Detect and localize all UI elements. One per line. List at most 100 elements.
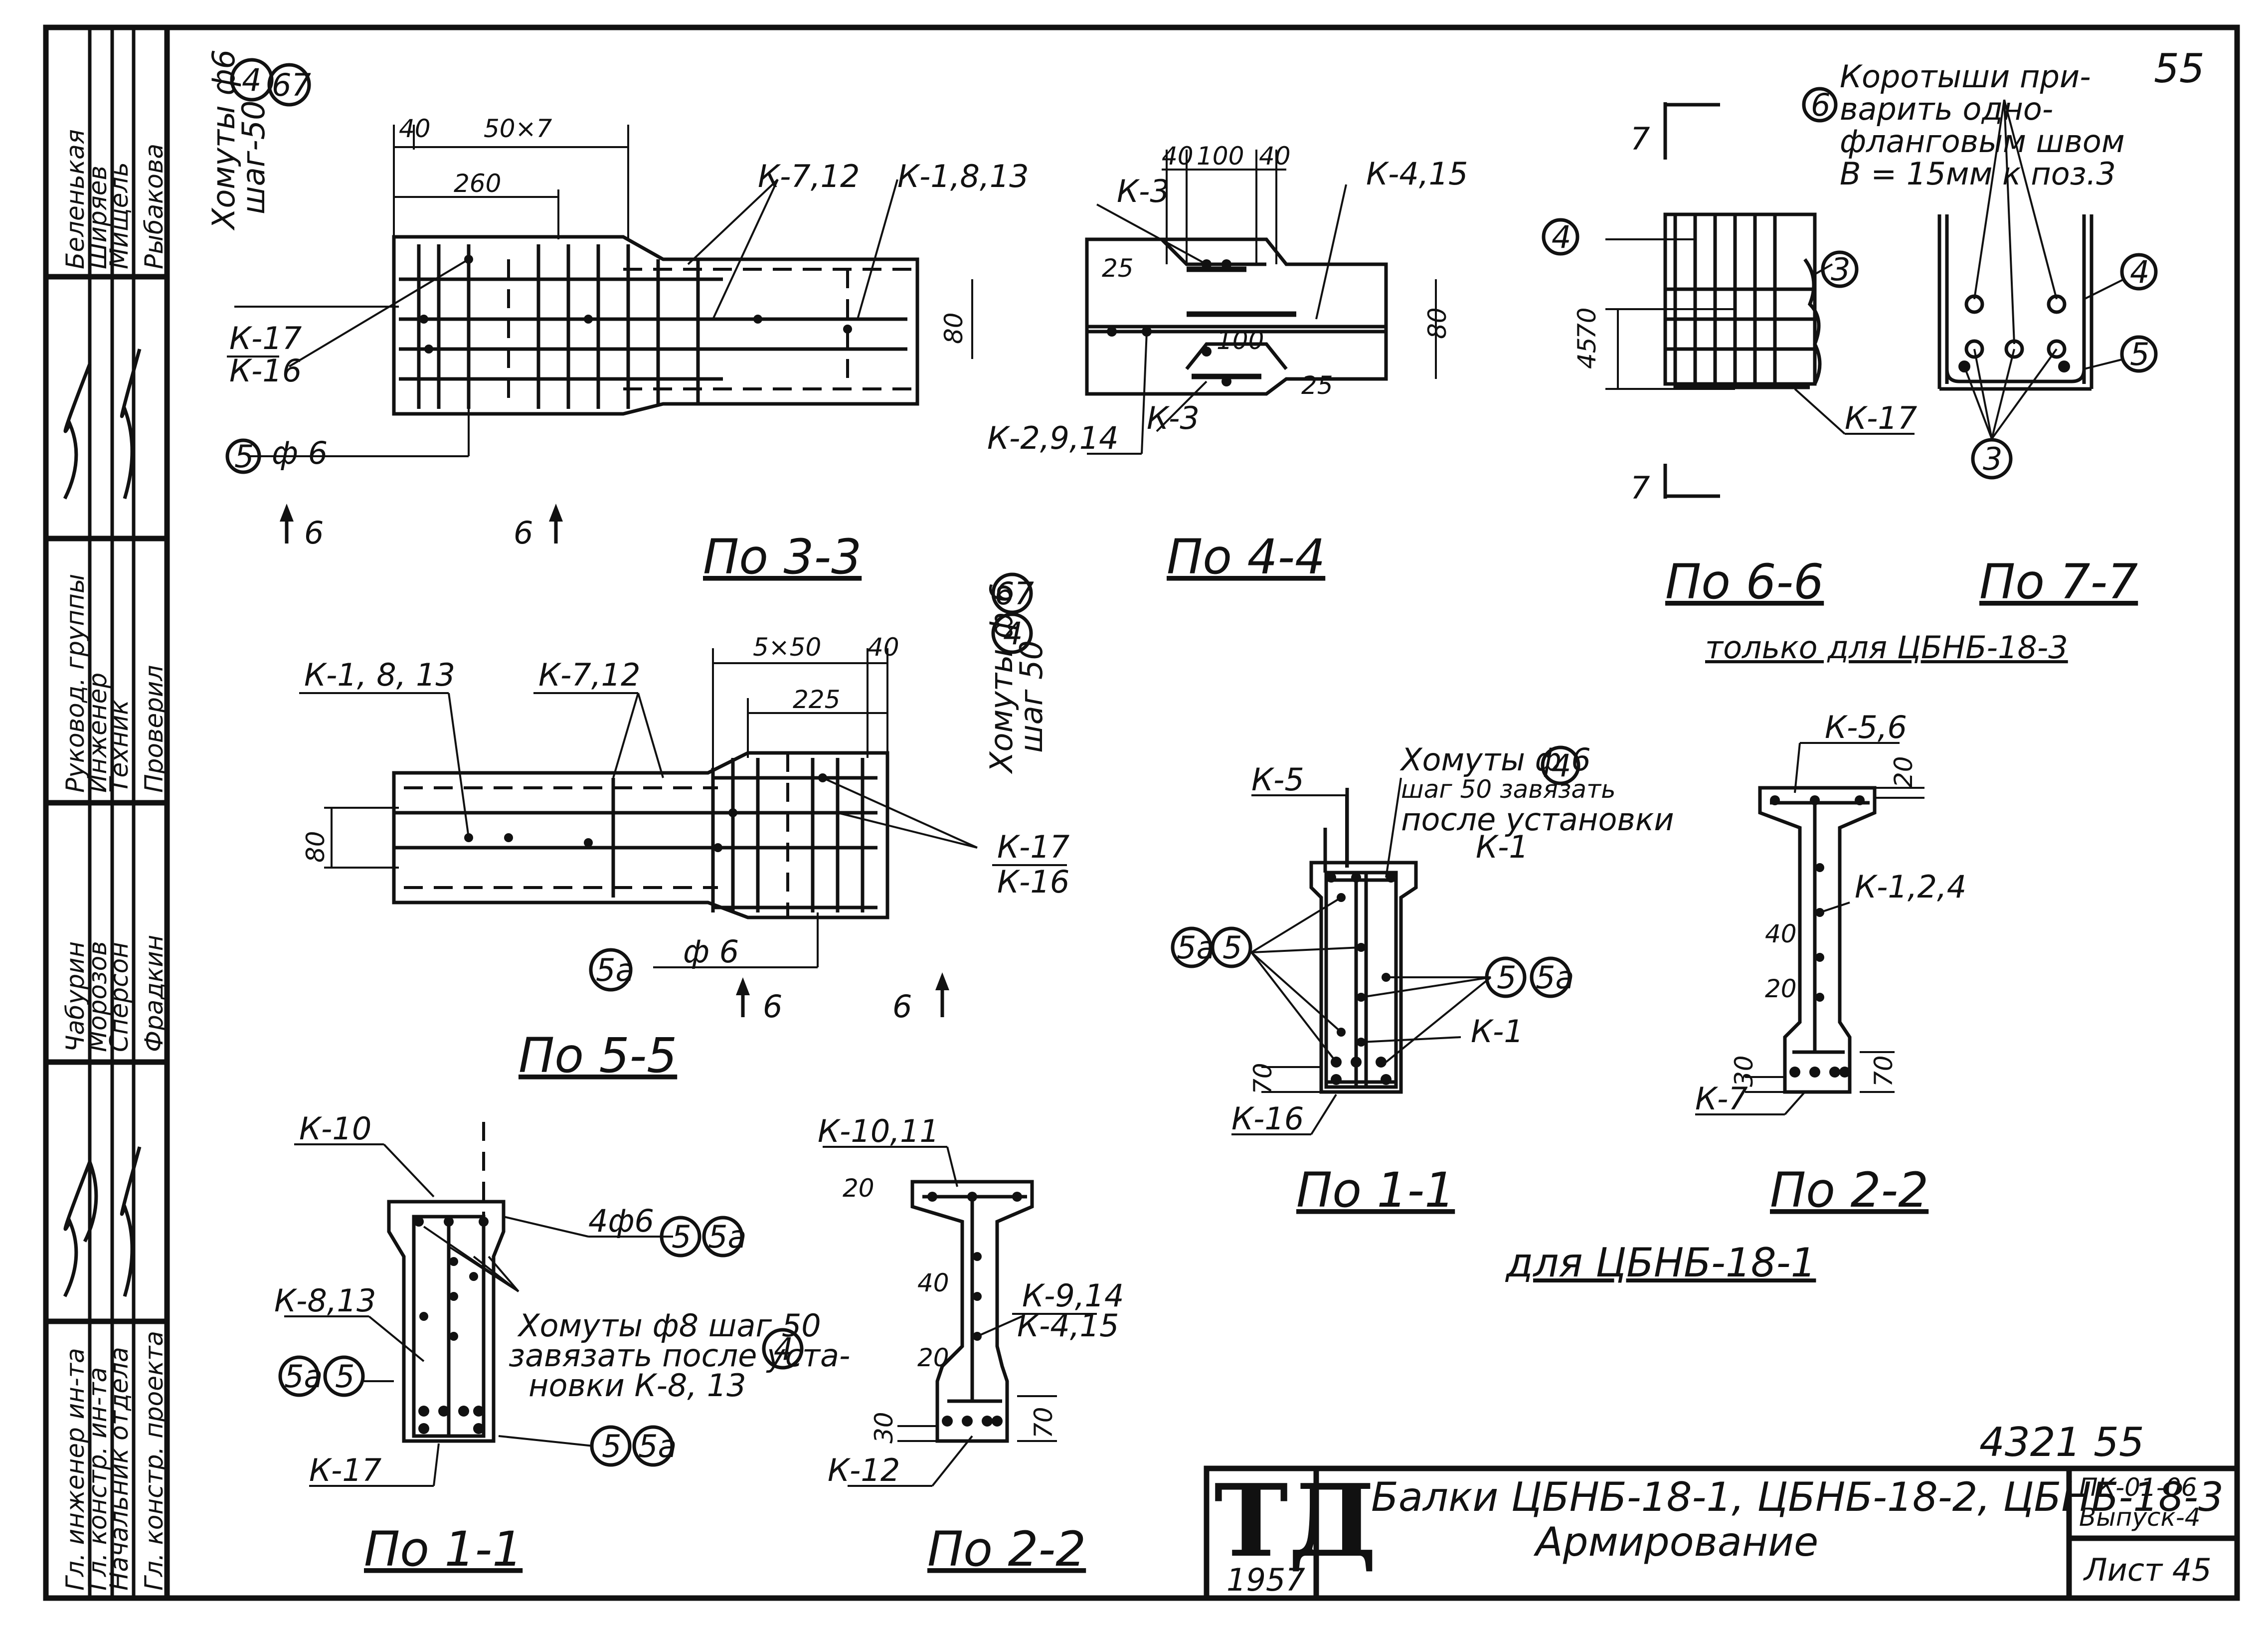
dim-40: 40 bbox=[1259, 142, 1291, 171]
dim-70: 70 bbox=[1572, 307, 1601, 339]
label-k5: К-5 bbox=[1251, 761, 1304, 798]
dim-20: 20 bbox=[1889, 756, 1918, 788]
sidebar-name-4: Фрадкин bbox=[140, 935, 169, 1052]
series-code: ПК-01-06 bbox=[2079, 1473, 2197, 1502]
section-7-7 bbox=[1937, 99, 2124, 440]
callout-5a: 5а bbox=[638, 1428, 677, 1464]
section-title-7-7: По 7-7 bbox=[1979, 554, 2138, 610]
sheet-number: Лист 45 bbox=[2083, 1552, 2212, 1588]
label-k1-8-13: К-1,8,13 bbox=[897, 158, 1029, 194]
stamp-year: 1957 bbox=[1226, 1562, 1305, 1598]
label-phi6: ф 6 bbox=[683, 933, 739, 970]
callout-5: 5 bbox=[234, 438, 254, 475]
label-k8-13: К-8,13 bbox=[274, 1282, 376, 1319]
callout-5: 5 bbox=[2130, 336, 2149, 372]
handwritten-code: 4321 55 bbox=[1979, 1419, 2144, 1465]
label-k17: К-17 bbox=[997, 829, 1069, 865]
label-k4-15: К-4,15 bbox=[1017, 1307, 1119, 1344]
callout-5: 5 bbox=[1222, 929, 1242, 966]
callout-3: 3 bbox=[1983, 441, 2002, 477]
weld-note-3: фланговым швом bbox=[1840, 123, 2125, 160]
callout-3: 3 bbox=[1831, 251, 1850, 288]
callout-5a: 5а bbox=[596, 952, 634, 988]
stirrup-note-3c: после установки bbox=[1401, 801, 1674, 838]
section-title-1-1: По 1-1 bbox=[1296, 1162, 1455, 1218]
section-2-2-right bbox=[1695, 742, 1924, 1115]
dim-225: 225 bbox=[793, 685, 840, 714]
cut-mark-6: 6 bbox=[514, 515, 533, 551]
label-k2-9-14: К-2,9,14 bbox=[987, 420, 1119, 456]
callout-5: 5 bbox=[335, 1358, 354, 1395]
label-k17: К-17 bbox=[1845, 400, 1917, 436]
callout-6: 6 bbox=[1811, 87, 1830, 123]
sidebar-role-3: Начальник отдела bbox=[105, 1347, 134, 1591]
signature-scribble bbox=[120, 1146, 142, 1297]
label-k16: К-16 bbox=[1231, 1100, 1304, 1137]
cut-mark-6: 6 bbox=[304, 515, 324, 551]
sidebar-name-2: Морозов bbox=[83, 941, 112, 1052]
dim-50x7: 50×7 bbox=[484, 114, 552, 143]
section-5-5 bbox=[299, 648, 978, 1017]
sidebar-name2-4: Рыбакова bbox=[140, 144, 169, 269]
weld-note-4: В = 15мм к поз.3 bbox=[1840, 156, 2116, 192]
sidebar-role-4: Гл. констр. проекта bbox=[140, 1331, 169, 1591]
dim-70: 70 bbox=[1029, 1407, 1058, 1439]
dim-40: 40 bbox=[1162, 142, 1194, 171]
dim-40: 40 bbox=[1765, 919, 1797, 948]
sidebar-name2-2: Ширяев bbox=[83, 166, 112, 269]
section-1-1-middle bbox=[1231, 777, 1492, 1135]
signature-scribble bbox=[120, 349, 142, 500]
dim-80: 80 bbox=[301, 831, 330, 863]
section-2-2-left bbox=[823, 1146, 1057, 1487]
label-k1-2-4: К-1,2,4 bbox=[1855, 869, 1966, 905]
dim-70: 70 bbox=[1869, 1055, 1898, 1087]
callout-4: 4 bbox=[2130, 254, 2149, 290]
cut-mark-7: 7 bbox=[1630, 470, 1650, 506]
label-k10-11: К-10,11 bbox=[818, 1113, 939, 1149]
weld-note-2: варить одно- bbox=[1840, 91, 2053, 127]
dim-40: 40 bbox=[399, 114, 431, 143]
label-k4-15: К-4,15 bbox=[1366, 156, 1468, 192]
dim-20: 20 bbox=[843, 1174, 874, 1203]
callout-5: 5 bbox=[672, 1219, 691, 1255]
callout-5a: 5а bbox=[284, 1358, 323, 1395]
dim-80: 80 bbox=[939, 312, 968, 344]
label-k5-6: К-5,6 bbox=[1825, 709, 1907, 745]
dim-20: 20 bbox=[1765, 974, 1797, 1003]
sidebar-role-1: Гл. инженер ин-та bbox=[61, 1348, 90, 1591]
stirrup-note-4c: новки К-8, 13 bbox=[528, 1367, 746, 1404]
callout-4: 4 bbox=[242, 62, 261, 98]
label-k16: К-16 bbox=[229, 353, 302, 389]
label-k1: К-1 bbox=[1471, 1013, 1524, 1050]
dim-100: 100 bbox=[1217, 326, 1264, 355]
drawing-title: Балки ЦБНБ-18-1, ЦБНБ-18-2, ЦБНБ-18-3 bbox=[1371, 1474, 2224, 1520]
dim-40: 40 bbox=[917, 1268, 949, 1297]
dim-40: 40 bbox=[868, 633, 899, 662]
dim-80: 80 bbox=[1423, 307, 1452, 339]
section-1-1-left bbox=[284, 1122, 673, 1487]
label-4phi6: 4ф6 bbox=[588, 1203, 654, 1239]
label-k3: К-3 bbox=[1117, 173, 1170, 209]
callout-4: 4 bbox=[1552, 747, 1571, 784]
dim-100: 100 bbox=[1197, 142, 1244, 171]
sidebar-name-3: Сперсон bbox=[105, 942, 134, 1052]
sidebar-role2-1: Руковод. группы bbox=[61, 574, 90, 793]
callout-4: 4 bbox=[1003, 615, 1023, 652]
label-k17: К-17 bbox=[229, 320, 302, 357]
label-phi6: ф 6 bbox=[272, 435, 328, 471]
stamp-logo: ТД bbox=[1214, 1462, 1377, 1580]
section-title-2-2: По 2-2 bbox=[1770, 1162, 1928, 1218]
signature-scribble bbox=[63, 1157, 98, 1297]
sidebar-name-1: Чабурин bbox=[61, 941, 90, 1052]
label-k12: К-12 bbox=[828, 1452, 900, 1488]
dim-5x50: 5×50 bbox=[753, 633, 821, 662]
callout-4: 4 bbox=[774, 1331, 793, 1367]
label-k10: К-10 bbox=[299, 1110, 371, 1147]
section-title-3-3: По 3-3 bbox=[703, 529, 862, 585]
callout-5: 5 bbox=[1497, 959, 1516, 996]
callout-67: 67 bbox=[272, 67, 311, 103]
signature-scribble bbox=[63, 363, 92, 500]
label-k7: К-7 bbox=[1695, 1081, 1748, 1117]
section-title-5-5: По 5-5 bbox=[519, 1028, 677, 1084]
dim-25: 25 bbox=[1301, 371, 1333, 400]
